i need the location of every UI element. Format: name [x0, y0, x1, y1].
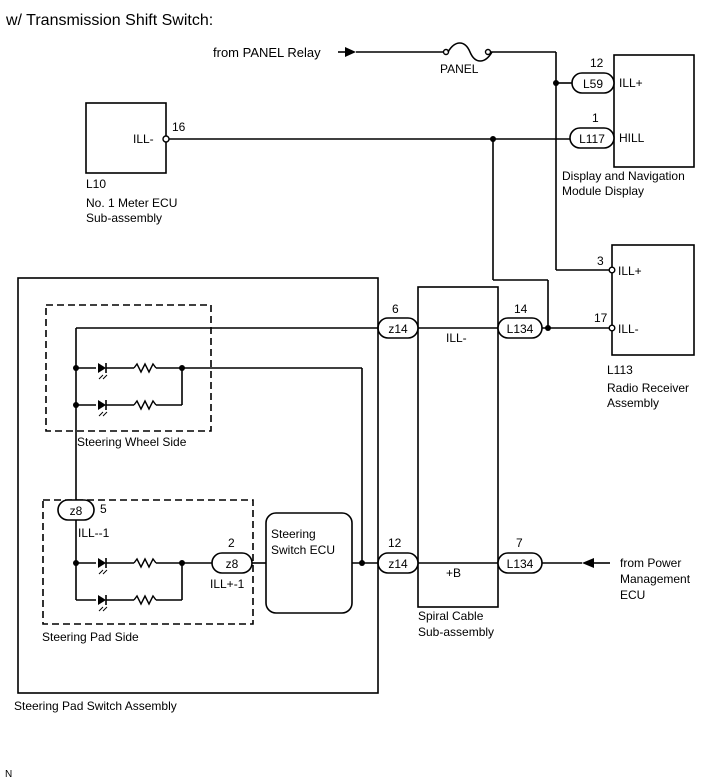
wheel-side-label: Steering Wheel Side: [77, 435, 187, 449]
display-module-name-2: Module Display: [562, 184, 644, 198]
connector-z14-a-pin: 6: [392, 302, 399, 316]
radio-code: L113: [607, 363, 633, 377]
radio-name-1: Radio Receiver: [607, 381, 689, 395]
connector-z8-a-label: z8: [70, 504, 83, 518]
connector-l134-a: [497, 317, 543, 339]
pad-side-box[interactable]: [42, 499, 254, 625]
connector-l134-a-label: L134: [507, 322, 534, 336]
steering-switch-ecu-name-1: Steering: [271, 527, 316, 541]
radio-name-2: Assembly: [607, 396, 659, 410]
footer-mark: N: [5, 769, 12, 780]
arrow-left-icon: [582, 558, 594, 568]
radio-box: [611, 244, 695, 356]
spiral-cable-name-2: Sub-assembly: [418, 625, 494, 639]
connector-l117: [569, 127, 615, 149]
connector-l117-label: L117: [579, 132, 605, 146]
meter-ecu-pin-label: ILL-: [133, 132, 154, 146]
meter-ecu-name-2: Sub-assembly: [86, 211, 162, 225]
connector-l134-a-pin: 14: [514, 302, 528, 316]
meter-ecu-box: [85, 102, 167, 174]
radio-pin-label-1: ILL+: [618, 264, 642, 278]
spiral-line-label-plus-b: +B: [446, 566, 461, 580]
power-mgmt-label-2: Management: [620, 572, 691, 586]
diagram-title: w/ Transmission Shift Switch:: [5, 12, 213, 29]
steering-switch-ecu-name-2: Switch ECU: [271, 543, 335, 557]
display-pin-label-1: ILL+: [619, 76, 643, 90]
radio-pin-num-1: 3: [597, 254, 604, 268]
display-module-box: [613, 54, 695, 168]
power-mgmt-label-1: from Power: [620, 556, 681, 570]
display-pin-num-1: 12: [590, 56, 604, 70]
connector-z14-b-pin: 12: [388, 536, 402, 550]
fuse-label: PANEL: [440, 62, 479, 76]
display-module-name-1: Display and Navigation: [562, 169, 685, 183]
connector-z14-b-label: z14: [388, 557, 408, 571]
connector-z8-b-signal: ILL+-1: [210, 577, 245, 591]
connector-l134-b-pin: 7: [516, 536, 523, 550]
steering-switch-ecu-box: [265, 512, 353, 614]
display-pin-num-2: 1: [592, 111, 599, 125]
connector-z8-a-signal: ILL--1: [78, 526, 110, 540]
fuse-icon: [447, 42, 493, 62]
connector-l134-b: [497, 552, 543, 574]
pad-side-label: Steering Pad Side: [42, 630, 139, 644]
connector-z8-b-label: z8: [226, 557, 239, 571]
connector-l59: [571, 72, 615, 94]
connector-z8-b-pin: 2: [228, 536, 235, 550]
meter-ecu-name-1: No. 1 Meter ECU: [86, 196, 177, 210]
panel-relay-label: from PANEL Relay: [213, 45, 321, 60]
connector-z8-a-pin: 5: [100, 502, 107, 516]
wheel-side-box[interactable]: [45, 304, 212, 432]
power-mgmt-label-3: ECU: [620, 588, 645, 602]
radio-pin-num-2: 17: [594, 311, 608, 325]
connector-z14-a-label: z14: [388, 322, 408, 336]
display-pin-label-2: HILL: [619, 131, 645, 145]
connector-l134-b-label: L134: [507, 557, 534, 571]
radio-pin-label-2: ILL-: [618, 322, 639, 336]
spiral-cable-name-1: Spiral Cable: [418, 609, 484, 623]
meter-ecu-code: L10: [86, 177, 106, 191]
spiral-cable-box: [417, 286, 499, 608]
steering-assembly-box: [17, 277, 379, 694]
connector-l59-label: L59: [583, 77, 603, 91]
spiral-line-label-ill-minus: ILL-: [446, 331, 467, 345]
meter-ecu-pin-num: 16: [172, 120, 186, 134]
arrow-right-icon: [345, 47, 356, 57]
steering-assembly-name: Steering Pad Switch Assembly: [14, 699, 177, 713]
